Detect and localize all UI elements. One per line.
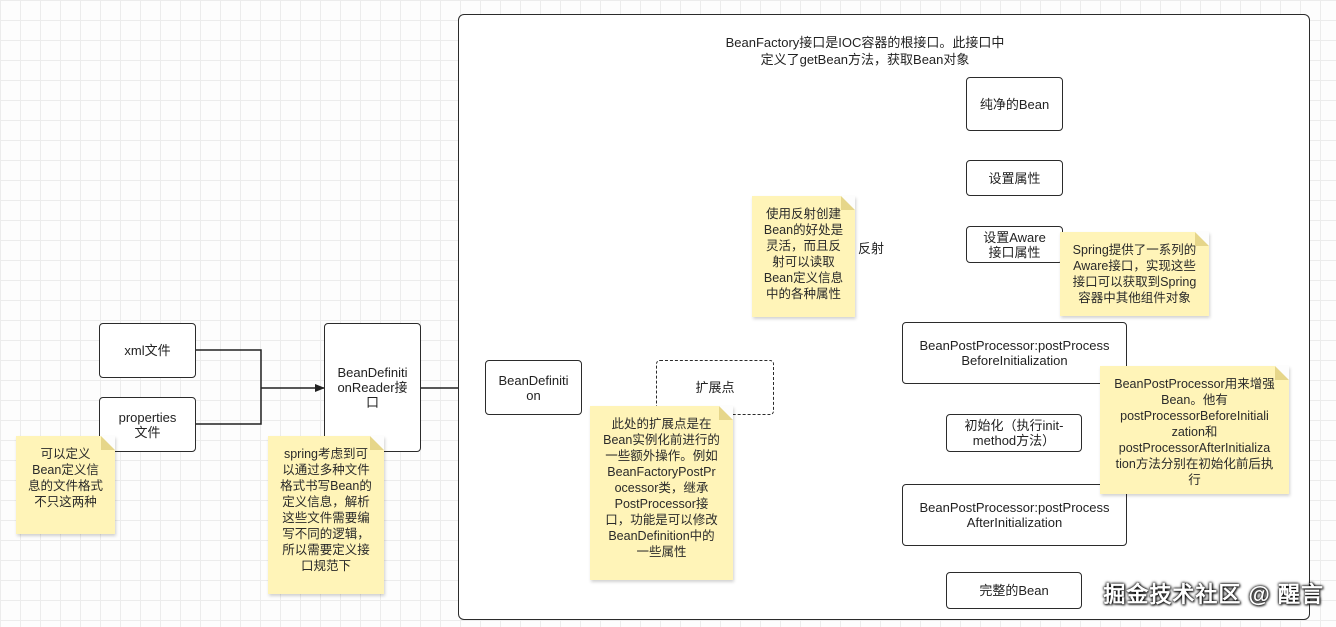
note-spring-reader: spring考虑到可 以通过多种文件 格式书写Bean的 定义信息，解析 这些文… <box>268 436 384 594</box>
edge-label-reflection: 反射 <box>855 240 887 257</box>
node-initialization[interactable]: 初始化（执行init- method方法） <box>946 414 1082 452</box>
ioc-container-frame <box>458 14 1310 620</box>
note-bean-post-processor: BeanPostProcessor用来增强 Bean。他有 postProces… <box>1100 366 1289 494</box>
node-xml-file[interactable]: xml文件 <box>99 323 196 378</box>
node-bean-definition-reader[interactable]: BeanDefiniti onReader接 口 <box>324 323 421 452</box>
node-complete-bean[interactable]: 完整的Bean <box>946 572 1082 609</box>
container-title: BeanFactory接口是IOC容器的根接口。此接口中 定义了getBean方… <box>725 35 1005 67</box>
node-extension-point[interactable]: 扩展点 <box>656 360 774 415</box>
node-bean-definition[interactable]: BeanDefiniti on <box>485 360 582 415</box>
node-set-properties[interactable]: 设置属性 <box>966 160 1063 196</box>
watermark: 掘金技术社区 @ 醒言 <box>1103 582 1324 607</box>
wire-xml-to-join <box>196 349 262 388</box>
wire-properties-to-join <box>196 388 262 425</box>
node-pure-bean[interactable]: 纯净的Bean <box>966 77 1063 131</box>
note-reflection: 使用反射创建 Bean的好处是 灵活，而且反 射可以读取 Bean定义信息 中的… <box>752 196 855 317</box>
node-post-process-before[interactable]: BeanPostProcessor:postProcess BeforeInit… <box>902 322 1127 384</box>
note-file-formats: 可以定义 Bean定义信 息的文件格式 不只这两种 <box>16 436 115 534</box>
note-aware: Spring提供了一系列的 Aware接口，实现这些 接口可以获取到Spring… <box>1060 232 1209 316</box>
node-properties-file[interactable]: properties 文件 <box>99 397 196 452</box>
note-extension-point: 此处的扩展点是在 Bean实例化前进行的 一些额外操作。例如 BeanFacto… <box>590 406 733 580</box>
node-post-process-after[interactable]: BeanPostProcessor:postProcess AfterIniti… <box>902 484 1127 546</box>
node-set-aware[interactable]: 设置Aware 接口属性 <box>966 226 1063 263</box>
